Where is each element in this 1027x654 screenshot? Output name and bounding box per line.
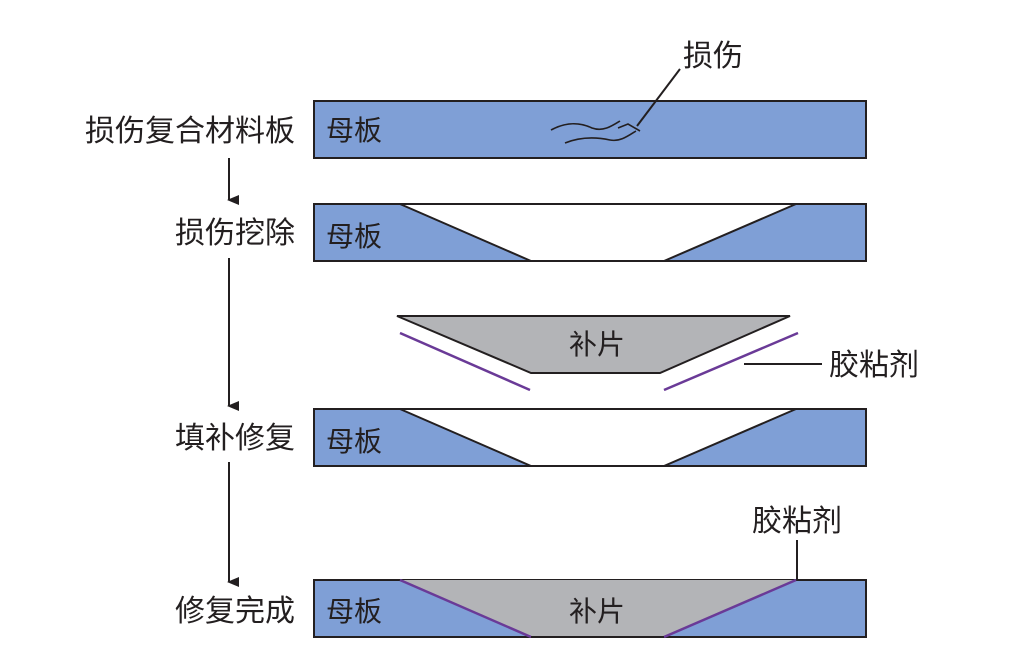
adhesive-layer-left <box>399 331 531 392</box>
adhesive-label-bottom: 胶粘剂 <box>752 504 842 539</box>
excavated-plate: 母板 <box>313 203 867 262</box>
damage-crack-icon <box>550 120 641 144</box>
bonded-adhesive-right <box>663 578 797 639</box>
repaired-plate: 母板 补片 胶粘剂 <box>313 504 867 639</box>
damaged-plate: 母板 损伤 <box>313 39 867 159</box>
mother-plate-1 <box>313 100 867 159</box>
mother-plate-label: 母板 <box>326 220 382 253</box>
filling-plate: 母板 <box>313 408 867 467</box>
step-label-damage-removal: 损伤挖除 <box>175 216 295 251</box>
adhesive-label: 胶粘剂 <box>829 348 919 383</box>
patch-label: 补片 <box>569 328 625 361</box>
mother-plate-label: 母板 <box>326 425 382 458</box>
excavated-cavity <box>399 203 797 262</box>
mother-plate-label: 母板 <box>326 114 382 147</box>
excavated-cavity <box>399 408 797 467</box>
patch-assembly: 补片 胶粘剂 <box>396 315 919 392</box>
patch-label: 补片 <box>569 595 625 628</box>
step-label-patch-filling: 填补修复 <box>175 421 295 456</box>
adhesive-layer-right <box>663 331 799 392</box>
damage-callout-line <box>636 68 681 127</box>
bonded-adhesive-left <box>399 578 532 639</box>
mother-plate-label: 母板 <box>326 595 382 628</box>
step-label-repair-complete: 修复完成 <box>175 594 295 629</box>
damage-label: 损伤 <box>683 39 743 74</box>
patch <box>396 315 791 374</box>
step-label-damaged-plate: 损伤复合材料板 <box>85 114 295 149</box>
